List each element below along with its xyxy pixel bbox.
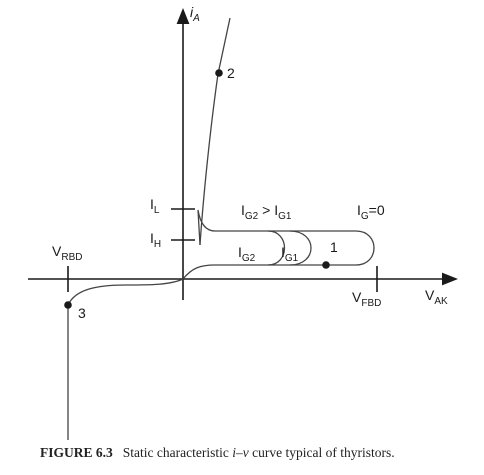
point-3-dot [64,301,72,309]
caption-i: i [232,445,236,460]
figure-number: FIGURE 6.3 [40,445,113,460]
gate-current-loop-ig1 [289,230,312,266]
figure-caption: FIGURE 6.3 Static characteristic i–v curv… [40,445,480,461]
gate-current-loop-ig2 [267,230,285,266]
holding-current-label: IH [150,230,161,250]
reverse-blocking-curve [67,278,184,440]
caption-dash: – [235,445,243,460]
ig2-label: IG2 [238,244,256,264]
latching-current-label: IL [150,196,160,216]
point-3-label: 3 [78,305,86,321]
ig1-label: IG1 [281,244,299,264]
reverse-breakdown-label: VRBD [52,243,82,263]
y-axis-label: iA [190,4,200,24]
forward-breakover-label: VFBD [352,289,381,309]
point-2-dot [215,69,223,77]
ig-zero-label: IG=0 [357,202,385,222]
point-1-dot [322,261,330,269]
caption-text-after: curve typical of thyristors. [248,445,395,460]
on-state-curve [199,17,231,246]
caption-v: v [242,445,249,460]
caption-text-before: Static characteristic [122,445,233,460]
forward-blocking-curve-ig0 [182,209,375,280]
ig2-gt-ig1-label: IG2 > IG1 [241,202,292,222]
point-2-label: 2 [227,65,235,81]
point-1-label: 1 [330,239,338,255]
x-axis-label: VAK [425,287,448,307]
thyristor-iv-diagram: iA VAK IL IH VRBD VFBD 1 2 3 IG2 > IG1 I… [28,4,458,440]
